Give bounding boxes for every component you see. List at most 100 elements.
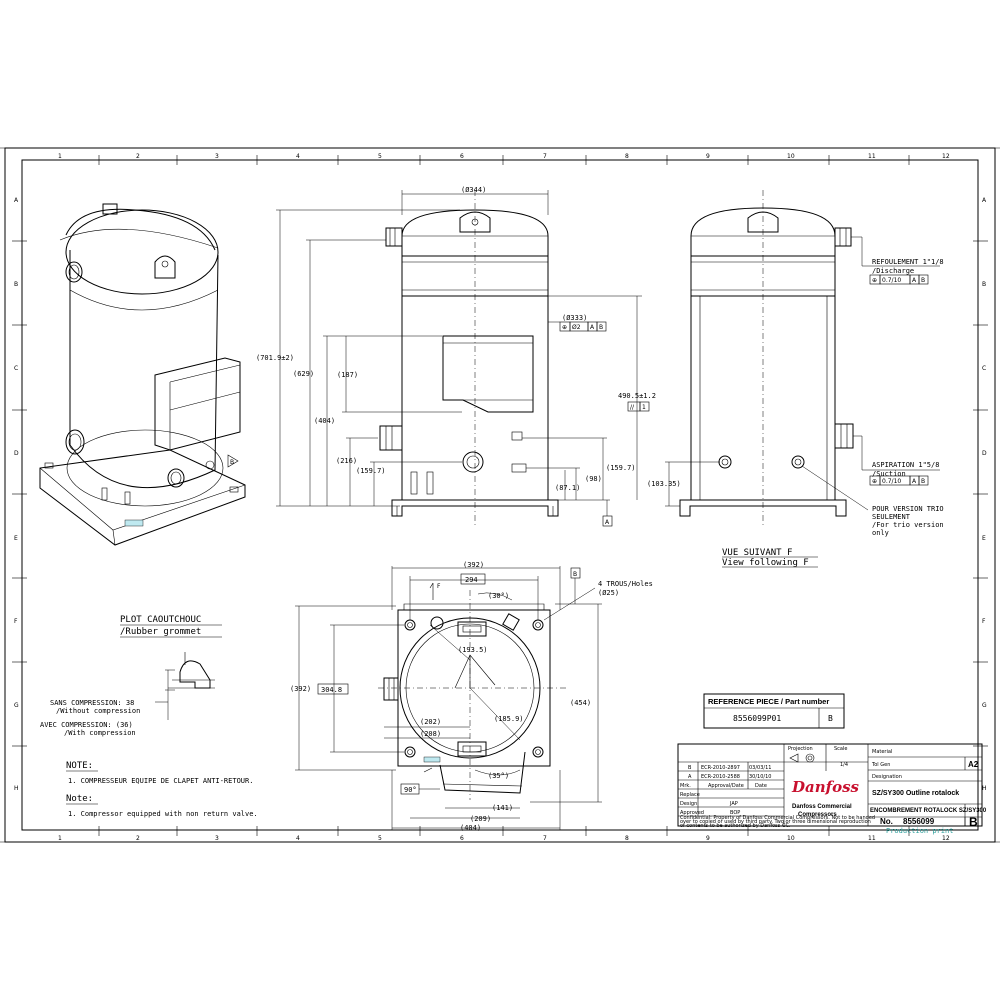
svg-text:Confidential: Property of Danf: Confidential: Property of Danfoss Commer… [680,815,875,821]
svg-text:A: A [688,774,692,780]
col-label-bottom: 2 [136,835,140,842]
arrow-f-label: F [437,583,441,590]
grommet-section: PLOT CAOUTCHOUC /Rubber grommet SANS COM… [40,615,222,737]
note-fr-title: NOTE: [66,761,93,771]
avec-compression: AVEC COMPRESSION: (36) [40,721,133,729]
col-label-bottom: 11 [868,835,876,842]
drawing-no-label: No. [880,817,893,826]
svg-text:B: B [688,765,692,771]
row-label-left: B [14,281,18,288]
svg-text:/For trio version: /For trio version [872,521,944,529]
dim-141: (141) [492,804,513,812]
col-label-top: 2 [136,153,140,160]
svg-text:03/03/11: 03/03/11 [749,765,771,771]
svg-text:Projection: Projection [788,746,813,752]
col-label-bottom: 9 [706,835,710,842]
col-label-top: 11 [868,153,876,160]
svg-text:Designation: Designation [872,774,902,780]
col-label-bottom: 6 [460,835,464,842]
svg-text:Approved: Approved [680,810,704,816]
row-label-right: D [982,450,987,457]
dim-202: (202) [420,718,441,726]
inner-frame [21,159,979,831]
svg-text:Tol Gen: Tol Gen [871,762,890,768]
datum-a: A [605,519,610,526]
drawing-title-fr: ENCOMBREMENT ROTALOCK SZ/SY300 [870,808,987,814]
dim-87: (87.1) [555,484,580,492]
row-label-left: C [14,365,18,372]
dim-404: (404) [314,417,335,425]
dim-35-deg: (35°) [488,772,509,780]
sans-compression: SANS COMPRESSION: 38 [50,699,134,707]
dim-159-right: (159.7) [606,464,636,472]
svg-text:Ø2: Ø2 [572,324,581,331]
dim-185: (185.9) [494,715,524,723]
front-view [379,190,559,525]
svg-text:Mrk.: Mrk. [680,783,691,789]
svg-text:Design: Design [680,801,697,807]
svg-text:B: B [921,277,925,284]
dim-diameter-344: (Ø344) [461,186,486,194]
front-view-dimensions: (Ø344) (701.9±2) (629) (404) (187) (216)… [256,186,656,527]
dim-193: (193.5) [458,646,488,654]
danfoss-logo: Danfoss [791,778,860,796]
side-view [679,190,854,525]
col-label-bottom: 1 [58,835,62,842]
svg-text:⊕: ⊕ [872,478,877,485]
col-label-top: 4 [296,153,300,160]
svg-text:A: A [912,478,917,485]
part-number: 8556099P01 [733,714,781,723]
dim-103: (103.35) [647,480,681,488]
col-label-top: 5 [378,153,382,160]
row-label-left: H [14,785,19,792]
svg-text:/With compression: /With compression [64,729,136,737]
row-label-left: A [14,197,19,204]
drawing-revision: B [969,815,978,829]
col-label-top: 7 [543,153,547,160]
row-label-right: F [982,618,986,625]
datum-b: B [573,571,577,578]
note-fr-1: 1. COMPRESSEUR EQUIPE DE CLAPET ANTI-RET… [68,777,253,785]
svg-text:1: 1 [642,404,646,411]
dim-490: 490.5±1.2 [618,392,656,400]
grid-labels: 1 2 3 4 5 6 7 8 9 10 11 12 1 2 3 4 5 6 7… [14,153,987,842]
reference-box: REFERENCE PIECE / Part number 8556099P01… [703,693,845,729]
col-label-top: 10 [787,153,795,160]
view-following-f-fr: VUE SUIVANT F [722,548,792,558]
sheet-size: A2 [968,760,979,769]
svg-text:Date: Date [755,783,767,789]
svg-text:SEULEMENT: SEULEMENT [872,513,911,521]
svg-text:/Without compression: /Without compression [56,707,140,715]
suction-label-en: /Suction [872,470,906,478]
row-label-right: A [982,197,987,204]
col-label-top: 8 [625,153,629,160]
svg-text:only: only [872,529,889,537]
svg-text:ECR-2010-2897: ECR-2010-2897 [701,765,740,771]
dim-454: (454) [570,699,591,707]
dim-30-deg: (30°) [488,592,509,600]
dim-629: (629) [293,370,314,378]
row-label-left: D [14,450,19,457]
dim-294: 294 [465,576,478,584]
view-following-f-en: View following F [722,558,809,568]
dim-392-top: (392) [463,561,484,569]
svg-text://: // [630,404,635,411]
top-view-dimensions: (392) 294 F B 4 TROUS/Holes (Ø25) (30°) … [290,561,653,832]
row-label-right: E [982,535,986,542]
col-label-bottom: 3 [215,835,219,842]
holes-label: 4 TROUS/Holes [598,580,653,588]
svg-text:Compressors: Compressors [798,812,837,818]
col-label-top: 12 [942,153,950,160]
trio-note: POUR VERSION TRIO [872,505,944,513]
dim-diameter-333: (Ø333) [562,314,587,322]
part-revision: B [828,714,833,723]
row-label-right: G [982,702,987,709]
dim-98: (98) [585,475,602,483]
side-view-annotations: REFOULEMENT 1"1/8 /Discharge ⊕ 0.7/10 A … [647,236,944,568]
svg-text:Danfoss Commercial: Danfoss Commercial [792,804,852,810]
row-label-left: G [14,702,19,709]
column-ticks [12,155,988,836]
design-value: JAP [729,801,738,807]
row-label-left: F [14,618,18,625]
